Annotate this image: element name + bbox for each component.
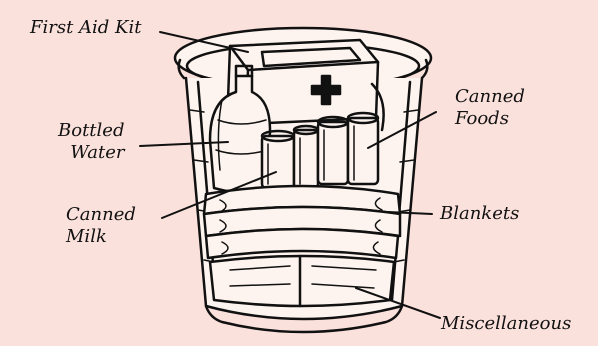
- label-miscellaneous: Miscellaneous: [441, 313, 571, 335]
- label-bottled-water: Bottled Water: [58, 120, 124, 164]
- label-canned-foods: Canned Foods: [455, 86, 525, 130]
- label-bottled-water-line2: Water: [58, 142, 124, 164]
- label-bottled-water-line1: Bottled: [58, 120, 124, 142]
- label-canned-milk: Canned Milk: [66, 204, 136, 248]
- miscellaneous-compartment: [210, 256, 394, 306]
- label-canned-foods-line1: Canned: [455, 86, 525, 108]
- milk-cans: [262, 126, 318, 188]
- label-blankets: Blankets: [440, 203, 519, 225]
- label-canned-foods-line2: Foods: [455, 108, 525, 130]
- label-canned-milk-line2: Milk: [66, 226, 136, 248]
- blanket-stack: [204, 186, 400, 258]
- label-canned-milk-line1: Canned: [66, 204, 136, 226]
- label-first-aid-kit: First Aid Kit: [30, 17, 141, 39]
